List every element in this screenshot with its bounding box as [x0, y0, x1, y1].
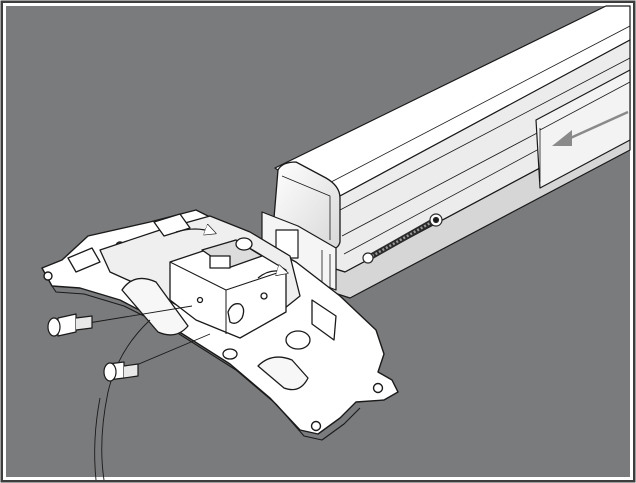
screw-icon: [47, 313, 93, 337]
curved-arrow-icon: [175, 229, 284, 279]
arrow-left-icon: [552, 110, 629, 146]
spring: [362, 213, 443, 264]
screw-icon: [103, 361, 139, 382]
mechanism-body: [67, 213, 337, 391]
slide-cover: [535, 69, 631, 189]
